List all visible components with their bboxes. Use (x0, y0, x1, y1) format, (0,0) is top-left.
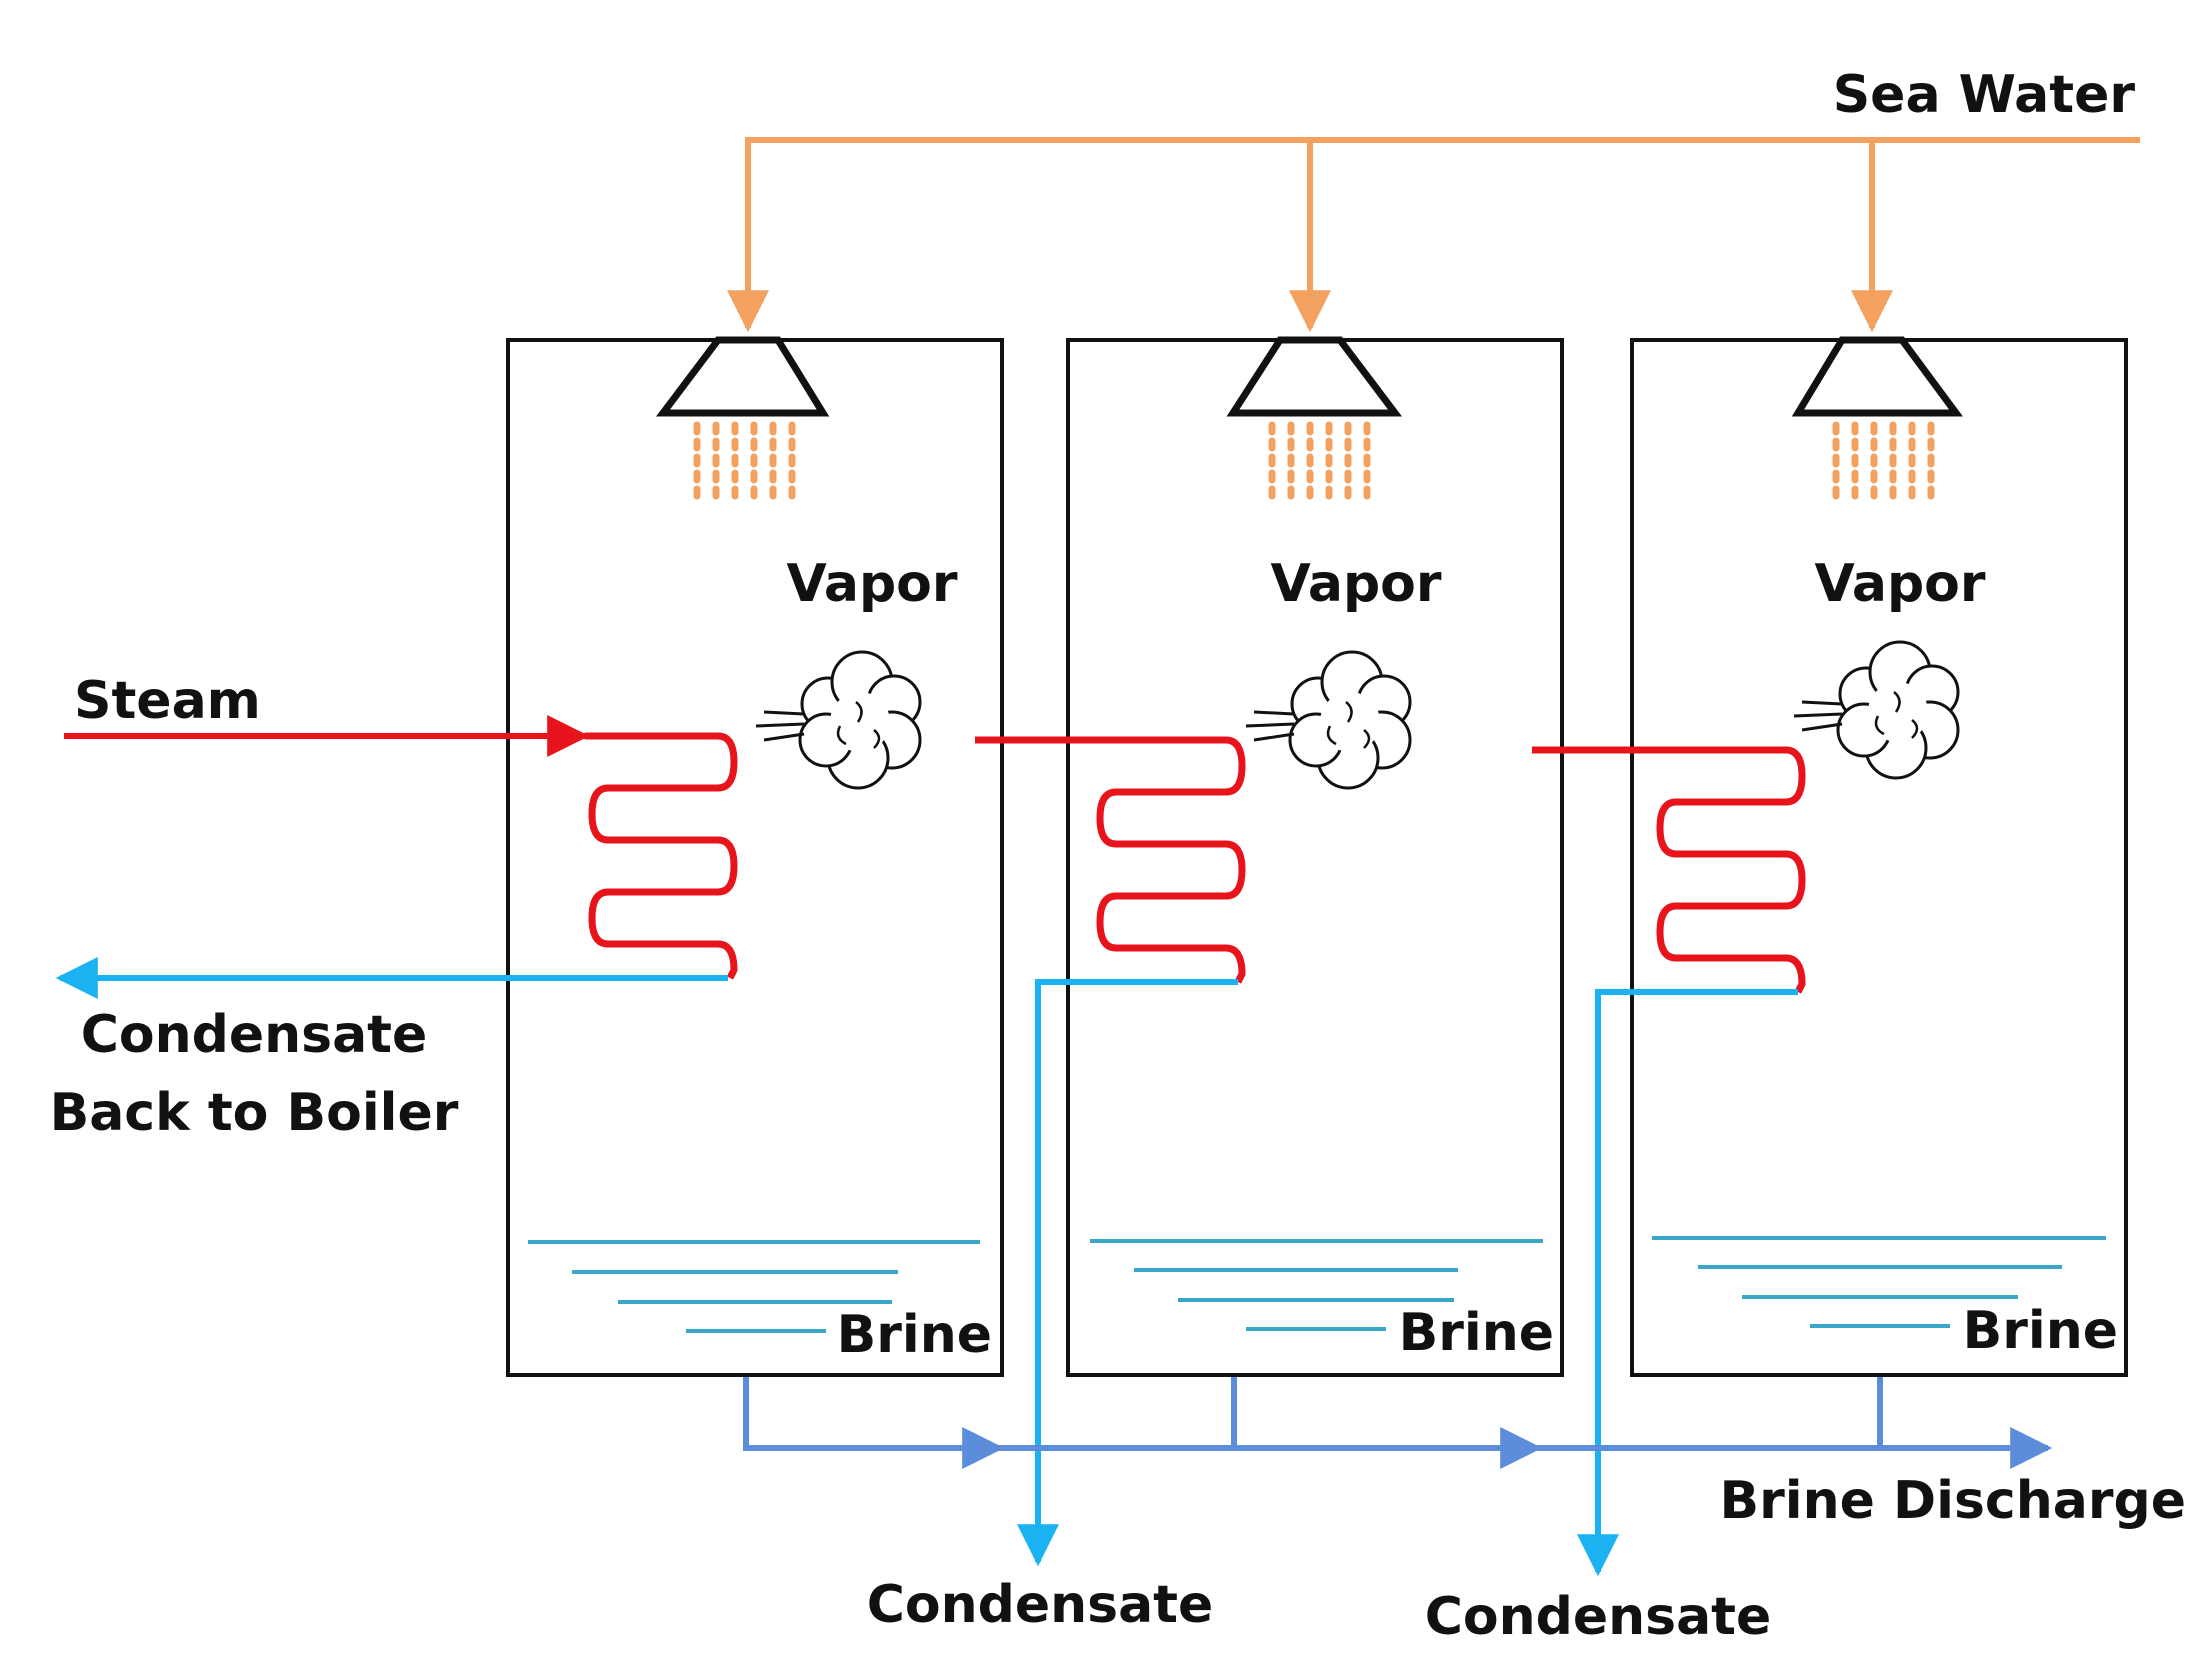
spray-droplets (1268, 421, 1371, 506)
vapor-cloud-icon (755, 650, 922, 790)
effect-2: Vapor Brine (1066, 336, 1564, 1377)
condensate-label-2: Condensate (867, 1575, 1214, 1635)
heating-coil-1 (585, 732, 738, 980)
effect-3: Vapor Brine (1630, 336, 2128, 1377)
brine-label: Brine (1399, 1303, 1554, 1363)
sea-water-label: Sea Water (1833, 65, 2136, 125)
effect-2-vessel (1066, 338, 1564, 1377)
brine-level-lines (1652, 1236, 2106, 1328)
brine-label: Brine (837, 1305, 992, 1365)
condensate-line-3 (1577, 989, 1798, 1577)
effect-1: Vapor Brine (506, 336, 1004, 1377)
brine-discharge-piping (743, 1377, 2053, 1469)
spray-droplets (693, 421, 796, 506)
brine-level-lines (1090, 1239, 1543, 1331)
spray-droplets (1832, 421, 1935, 506)
spray-nozzle-icon (655, 336, 830, 417)
condensate-back-label-line1: Condensate (81, 1005, 428, 1065)
brine-outlet-1 (743, 1377, 1005, 1469)
sea-water-piping (727, 137, 2140, 333)
vapor-label: Vapor (1814, 554, 1985, 614)
condensate-line-2 (1017, 979, 1238, 1567)
brine-discharge-label: Brine Discharge (1719, 1471, 2186, 1531)
vapor-cloud-icon (1793, 640, 1960, 780)
vapor-label: Vapor (786, 554, 957, 614)
spray-nozzle-icon (1226, 336, 1403, 417)
vapor-line-2-to-3 (1532, 746, 1806, 994)
spray-nozzle-icon (1791, 336, 1963, 417)
condensate-label-3: Condensate (1425, 1587, 1772, 1647)
brine-level-lines (528, 1240, 980, 1333)
steam-label: Steam (74, 671, 261, 731)
vapor-line-1-to-2 (975, 736, 1246, 984)
brine-label: Brine (1963, 1301, 2118, 1361)
condensate-back-label-line2: Back to Boiler (50, 1083, 459, 1143)
vapor-label: Vapor (1270, 554, 1441, 614)
vapor-cloud-icon (1245, 650, 1412, 790)
